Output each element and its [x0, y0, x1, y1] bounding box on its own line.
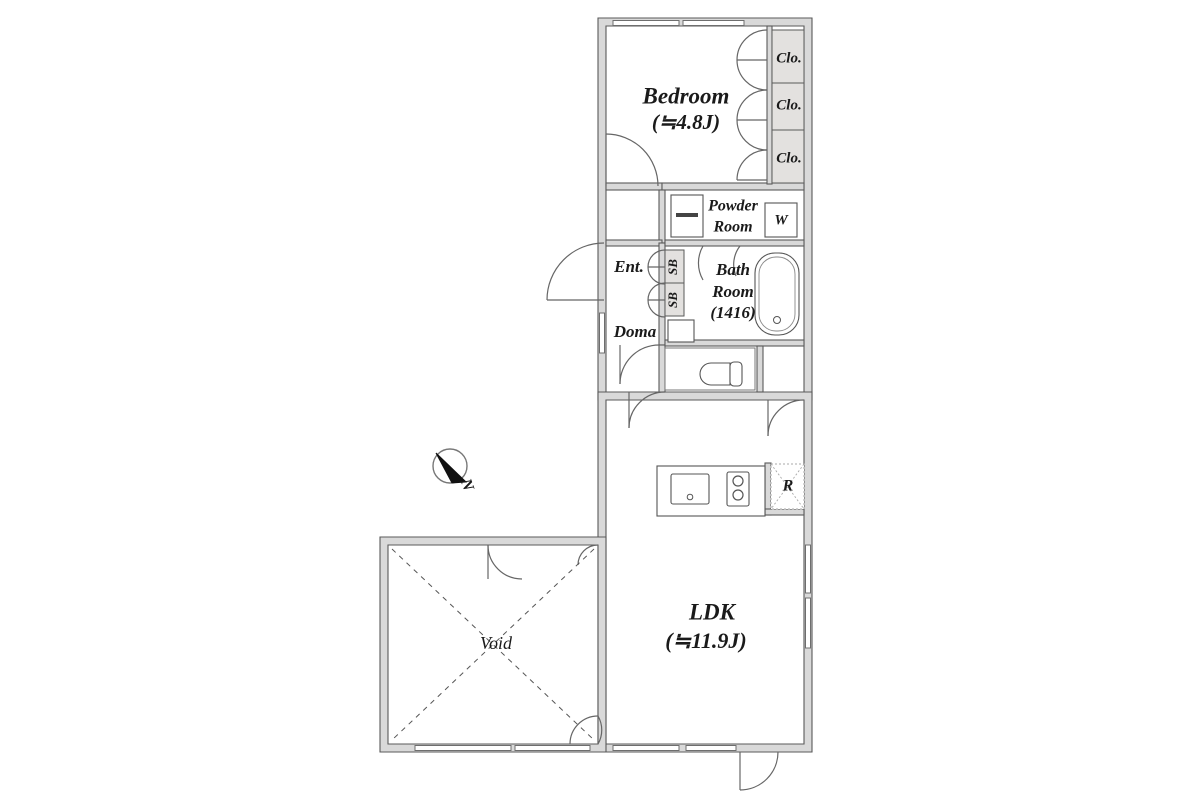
wall-bath-bottom: [664, 339, 805, 347]
kitchen-sink-icon: [670, 473, 710, 505]
refrigerator-diag-1: [770, 463, 805, 510]
washer-space-box: [764, 202, 798, 238]
window-ldk-right-upper: [805, 544, 811, 594]
label-shoe-box-1: SB: [665, 259, 680, 275]
wall-entry-top: [605, 239, 663, 247]
refrigerator-diag-2: [770, 463, 805, 510]
door-doma: [619, 344, 660, 385]
door-hall-right: [767, 399, 805, 437]
doors: [487, 29, 805, 791]
wall-bedroom-bottom-right: [661, 182, 805, 191]
closet-3-box[interactable]: [771, 129, 805, 184]
door-bath-room: [697, 245, 704, 281]
label-shoe-box-2: SB: [665, 292, 680, 308]
void-marker: [391, 548, 595, 741]
bathtub-drain-icon: [773, 316, 781, 324]
window-ldk-right-lower: [805, 597, 811, 649]
label-closet-1: Clo.: [776, 50, 801, 66]
toilet-bowl-icon: [699, 362, 731, 386]
wall-powder-bath-divider: [664, 239, 805, 247]
label-bath-room-line1: Bath: [715, 260, 750, 279]
door-shoe-box: [647, 249, 666, 318]
wall-toilet-right: [756, 345, 764, 393]
wall-closet-column: [766, 25, 773, 185]
label-ldk-name: LDK: [688, 599, 737, 624]
label-bath-room-line2: Room: [711, 282, 754, 301]
wall-fridge-alcove-left: [764, 462, 772, 516]
window-bedroom-top-right: [682, 20, 745, 26]
door-entrance: [546, 242, 605, 301]
vanity-faucet-icon: [676, 213, 698, 217]
door-toilet: [628, 391, 666, 429]
compass-north-icon: N: [432, 448, 477, 494]
label-bedroom-name: Bedroom: [642, 83, 730, 108]
window-bedroom-top-left: [612, 20, 680, 26]
door-void-right-lower: [569, 715, 603, 745]
window-ldk-bottom-left: [612, 745, 680, 751]
wall-fridge-alcove-bottom: [764, 508, 805, 516]
wall-corridor-right: [658, 189, 666, 244]
stove-burner-1-icon: [732, 475, 744, 487]
sink-drain-icon: [686, 493, 694, 501]
wall-doma-right: [658, 344, 666, 393]
wall-bedroom-bottom-left: [605, 182, 663, 191]
label-bedroom-area: (≒4.8J): [652, 110, 720, 134]
closet-1-box[interactable]: [771, 29, 805, 84]
door-bedroom: [605, 133, 659, 187]
label-entrance: Ent.: [613, 257, 644, 276]
label-void: Void: [480, 633, 513, 653]
label-closet-2: Clo.: [776, 97, 801, 113]
fixtures: [656, 194, 805, 517]
closet-2-box[interactable]: [771, 82, 805, 131]
label-bath-room-size: (1416): [710, 303, 755, 322]
window-void-bottom-left: [414, 745, 512, 751]
label-closet-3: Clo.: [776, 150, 801, 166]
windows: [414, 20, 811, 751]
window-ldk-bottom-right: [685, 745, 737, 751]
label-doma: Doma: [613, 322, 657, 341]
bathtub-inner-icon: [758, 256, 796, 332]
void-diagonal-1: [391, 548, 595, 741]
room-labels: Bedroom (≒4.8J) LDK (≒11.9J) Bath Room (…: [480, 83, 759, 653]
storage-units: [664, 29, 805, 317]
label-powder-room-line2: Room: [712, 219, 752, 236]
door-void-right-upper: [577, 544, 599, 566]
label-powder-room-line1: Powder: [707, 198, 759, 215]
door-void-top: [487, 544, 523, 580]
toilet-tank-icon: [729, 361, 743, 387]
compass-needle-shade: [440, 457, 466, 482]
door-powder-room: [733, 245, 741, 277]
storage-labels: Clo. Clo. Clo. SB SB W R: [665, 50, 802, 494]
void-diagonal-2: [391, 548, 595, 741]
window-void-bottom-right: [514, 745, 591, 751]
wall-structure: [379, 17, 813, 753]
door-closet-folding: [736, 29, 768, 181]
window-entry-left: [599, 312, 605, 354]
entry-cabinet-icon: [667, 319, 695, 343]
stove-burner-2-icon: [732, 489, 744, 501]
label-ldk-area: (≒11.9J): [665, 628, 746, 653]
door-ldk-exterior: [739, 751, 779, 791]
label-washer-space: W: [774, 212, 789, 228]
label-refrigerator-space: R: [782, 478, 794, 495]
